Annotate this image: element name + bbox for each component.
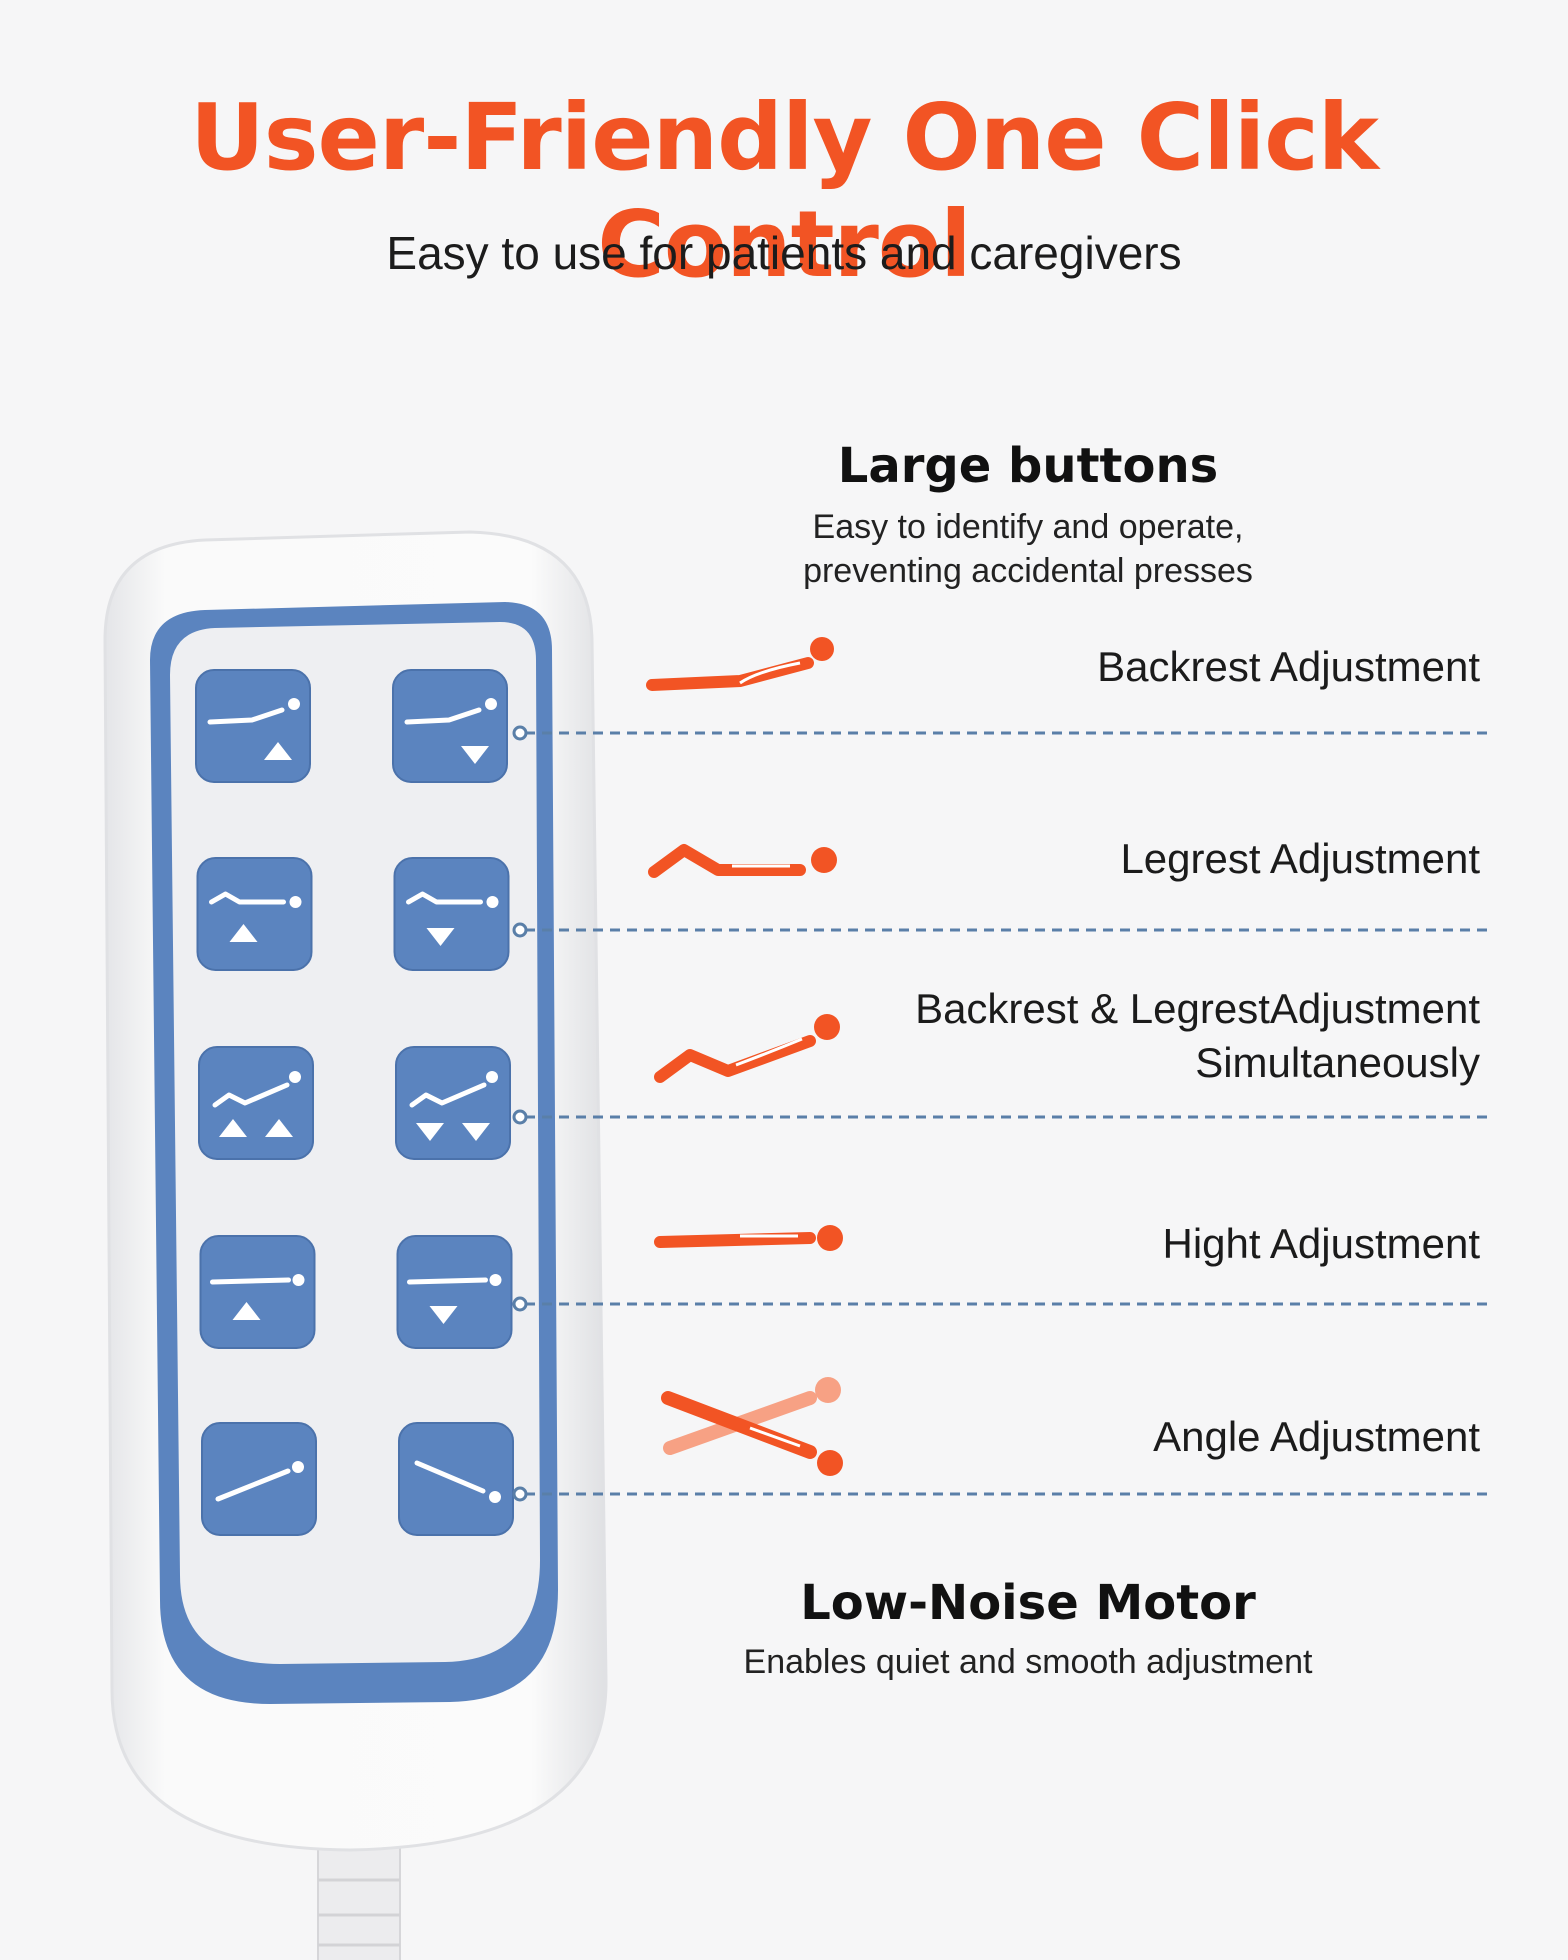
remote-key-height-up[interactable]	[199, 1235, 316, 1349]
backrest-legrest-icon	[654, 1014, 840, 1083]
page-title: User-Friendly One Click Control	[189, 84, 1379, 298]
backrest-icon	[646, 637, 834, 691]
remote-key-backrest-down[interactable]	[392, 669, 508, 783]
large-buttons-description: Easy to identify and operate, preventing…	[803, 508, 1253, 590]
remote-key-angle-up[interactable]	[201, 1422, 317, 1536]
motor-description: Enables quiet and smooth adjustment	[743, 1643, 1313, 1681]
function-label-backrest: Backrest Adjustment	[1097, 643, 1480, 690]
legrest-icon	[648, 844, 837, 878]
remote-key-backrest-up[interactable]	[195, 669, 311, 783]
function-label-height: Hight Adjustment	[1162, 1220, 1480, 1267]
large-buttons-title: Large buttons	[837, 438, 1219, 494]
remote-key-height-down[interactable]	[396, 1235, 513, 1349]
motor-title: Low-Noise Motor	[800, 1575, 1256, 1631]
angle-icon	[661, 1377, 843, 1476]
function-label-combined: Backrest & LegrestAdjustment Simultaneou…	[780, 982, 1480, 1090]
remote-key-angle-down[interactable]	[398, 1422, 514, 1536]
remote-key-both-up[interactable]	[198, 1046, 314, 1160]
function-label-combined-line1: Backrest & LegrestAdjustment	[915, 985, 1480, 1032]
remote-key-legrest-up[interactable]	[196, 857, 313, 971]
function-label-legrest: Legrest Adjustment	[1120, 835, 1480, 882]
remote-control	[103, 530, 608, 1960]
remote-key-both-down[interactable]	[395, 1046, 511, 1160]
function-label-angle: Angle Adjustment	[1153, 1413, 1480, 1460]
remote-key-legrest-down[interactable]	[393, 857, 510, 971]
page-subtitle: Easy to use for patients and caregivers	[386, 227, 1182, 279]
height-icon	[654, 1225, 843, 1251]
function-label-combined-line2: Simultaneously	[1195, 1039, 1480, 1086]
remote-cable	[317, 1839, 401, 1960]
